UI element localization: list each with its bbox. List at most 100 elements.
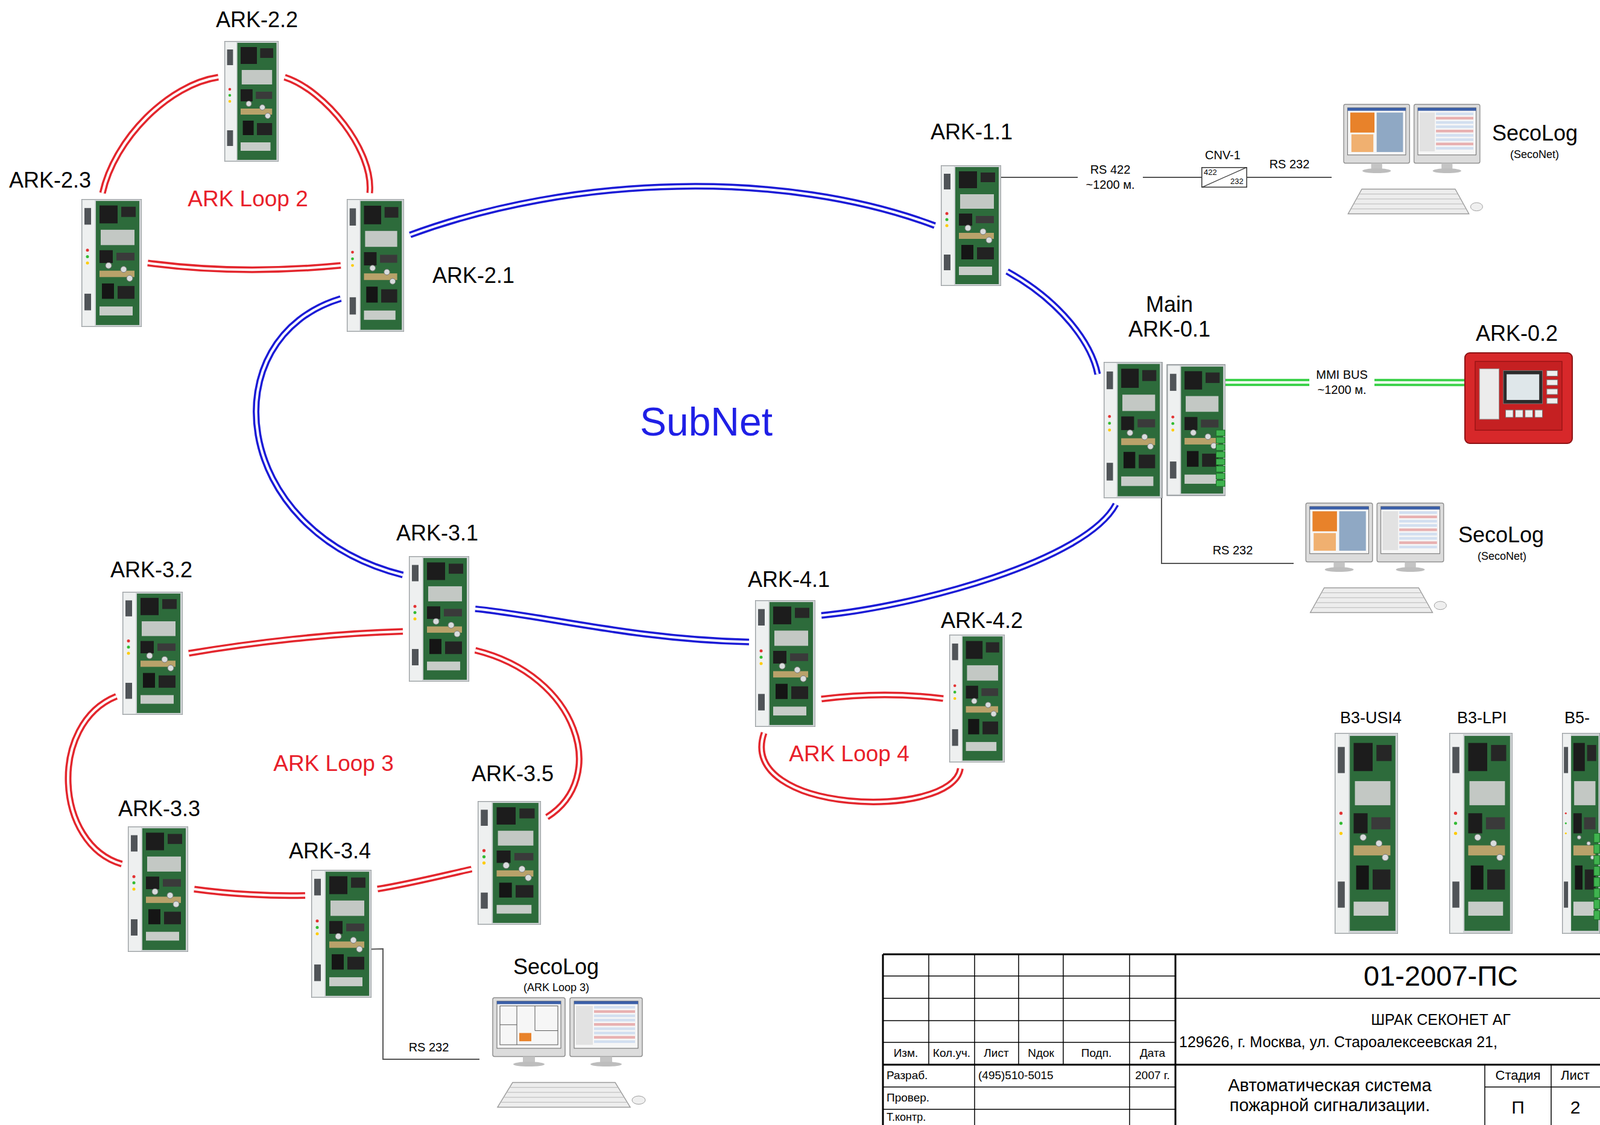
- chip: [255, 91, 272, 99]
- led: [132, 887, 136, 891]
- chip: [961, 244, 974, 260]
- stand-base: [590, 1061, 622, 1067]
- pcb: [962, 636, 1003, 761]
- front-strip: [82, 200, 95, 326]
- connector-line: [147, 262, 341, 270]
- connector-socket: [1563, 881, 1569, 908]
- led: [127, 639, 131, 643]
- capacitor: [980, 228, 987, 235]
- front-strip: [756, 601, 769, 726]
- connector-gap: [1007, 271, 1098, 374]
- node-graphic: [755, 600, 816, 727]
- chip: [145, 876, 160, 889]
- node-graphic: [477, 800, 541, 925]
- stand-base: [1362, 168, 1391, 174]
- chip: [966, 641, 984, 660]
- chip: [240, 47, 257, 64]
- node-graphic: [81, 199, 142, 327]
- pcb: [769, 601, 813, 725]
- connector: [102, 77, 219, 193]
- edge-label: MMI BUS ~1200 м.: [1309, 366, 1375, 399]
- chip: [330, 900, 365, 916]
- chip: [966, 685, 979, 699]
- screen-row: [594, 1022, 636, 1026]
- connector: [1161, 498, 1294, 564]
- workstation: SecoLog(SecoNet): [1293, 500, 1450, 625]
- chip: [140, 597, 159, 616]
- node-label: CNV-1: [1204, 148, 1241, 163]
- edge-label: RS 232: [1212, 542, 1254, 558]
- capacitor: [454, 630, 461, 637]
- screen-column: [575, 1005, 593, 1045]
- front-strip: [129, 827, 142, 951]
- chip: [145, 931, 180, 941]
- capacitor: [335, 932, 342, 940]
- led: [228, 94, 232, 98]
- chip: [101, 283, 114, 299]
- chip: [162, 878, 181, 886]
- led: [1339, 831, 1343, 835]
- connector-line: [821, 694, 944, 699]
- front-strip: [225, 42, 237, 161]
- chip: [977, 247, 994, 260]
- card-frame: [1103, 361, 1163, 499]
- connector-socket: [411, 648, 419, 666]
- front-strip: [410, 557, 423, 681]
- table-cell: Кол.уч.: [932, 1046, 971, 1060]
- connector-gap: [475, 650, 579, 818]
- chip: [329, 920, 343, 934]
- led: [482, 855, 486, 859]
- led: [1171, 428, 1175, 432]
- connector-gap: [475, 608, 750, 642]
- chip: [1587, 744, 1597, 762]
- node-sublabel: 232: [1230, 177, 1244, 187]
- capacitor: [985, 701, 991, 708]
- chip: [426, 661, 461, 671]
- terminal: [1215, 458, 1225, 465]
- chip: [243, 120, 254, 136]
- screen-column: [1382, 511, 1398, 551]
- connector-socket: [84, 293, 92, 311]
- chip: [1184, 416, 1198, 431]
- chip: [147, 856, 181, 872]
- workstation: SecoLog(ARK Loop 3): [479, 995, 649, 1119]
- chip: [364, 252, 377, 266]
- title-bar: [496, 1001, 561, 1005]
- title-block-lines: [882, 954, 1600, 1125]
- chip: [1490, 744, 1506, 762]
- front-strip: [478, 802, 492, 924]
- connector-line: [284, 77, 370, 193]
- chip: [1574, 865, 1583, 890]
- key-row: [1350, 208, 1467, 210]
- chip: [158, 675, 176, 688]
- table-cell: 2: [1570, 1097, 1581, 1119]
- connector-line: [102, 77, 219, 193]
- key-row: [500, 1101, 628, 1103]
- node-label: SecoLog: [1458, 522, 1544, 548]
- screen-row: [1399, 545, 1438, 549]
- chip: [496, 850, 511, 864]
- key-row: [506, 1091, 622, 1093]
- terminal: [1593, 844, 1600, 854]
- capacitor: [259, 104, 266, 111]
- button: [1546, 370, 1558, 376]
- led: [86, 255, 90, 259]
- connector-socket: [480, 892, 488, 909]
- chip: [967, 718, 979, 734]
- controller-card: ARK-4.1: [755, 600, 816, 727]
- connector-line: [1007, 271, 1098, 374]
- chip: [350, 877, 366, 888]
- terminal: [1593, 833, 1600, 843]
- chip: [1584, 817, 1596, 830]
- keyboard: [1347, 188, 1469, 214]
- display-screen: [1506, 373, 1540, 400]
- chip: [1573, 844, 1596, 856]
- screen-area: [1376, 112, 1404, 152]
- controller-card: B5-: [1562, 732, 1600, 934]
- chip: [1468, 812, 1483, 833]
- led: [1107, 428, 1111, 432]
- led: [86, 261, 90, 265]
- node-label: ARK-4.2: [940, 607, 1023, 633]
- node-graphic: [1449, 732, 1513, 934]
- screen-row: [1399, 532, 1438, 535]
